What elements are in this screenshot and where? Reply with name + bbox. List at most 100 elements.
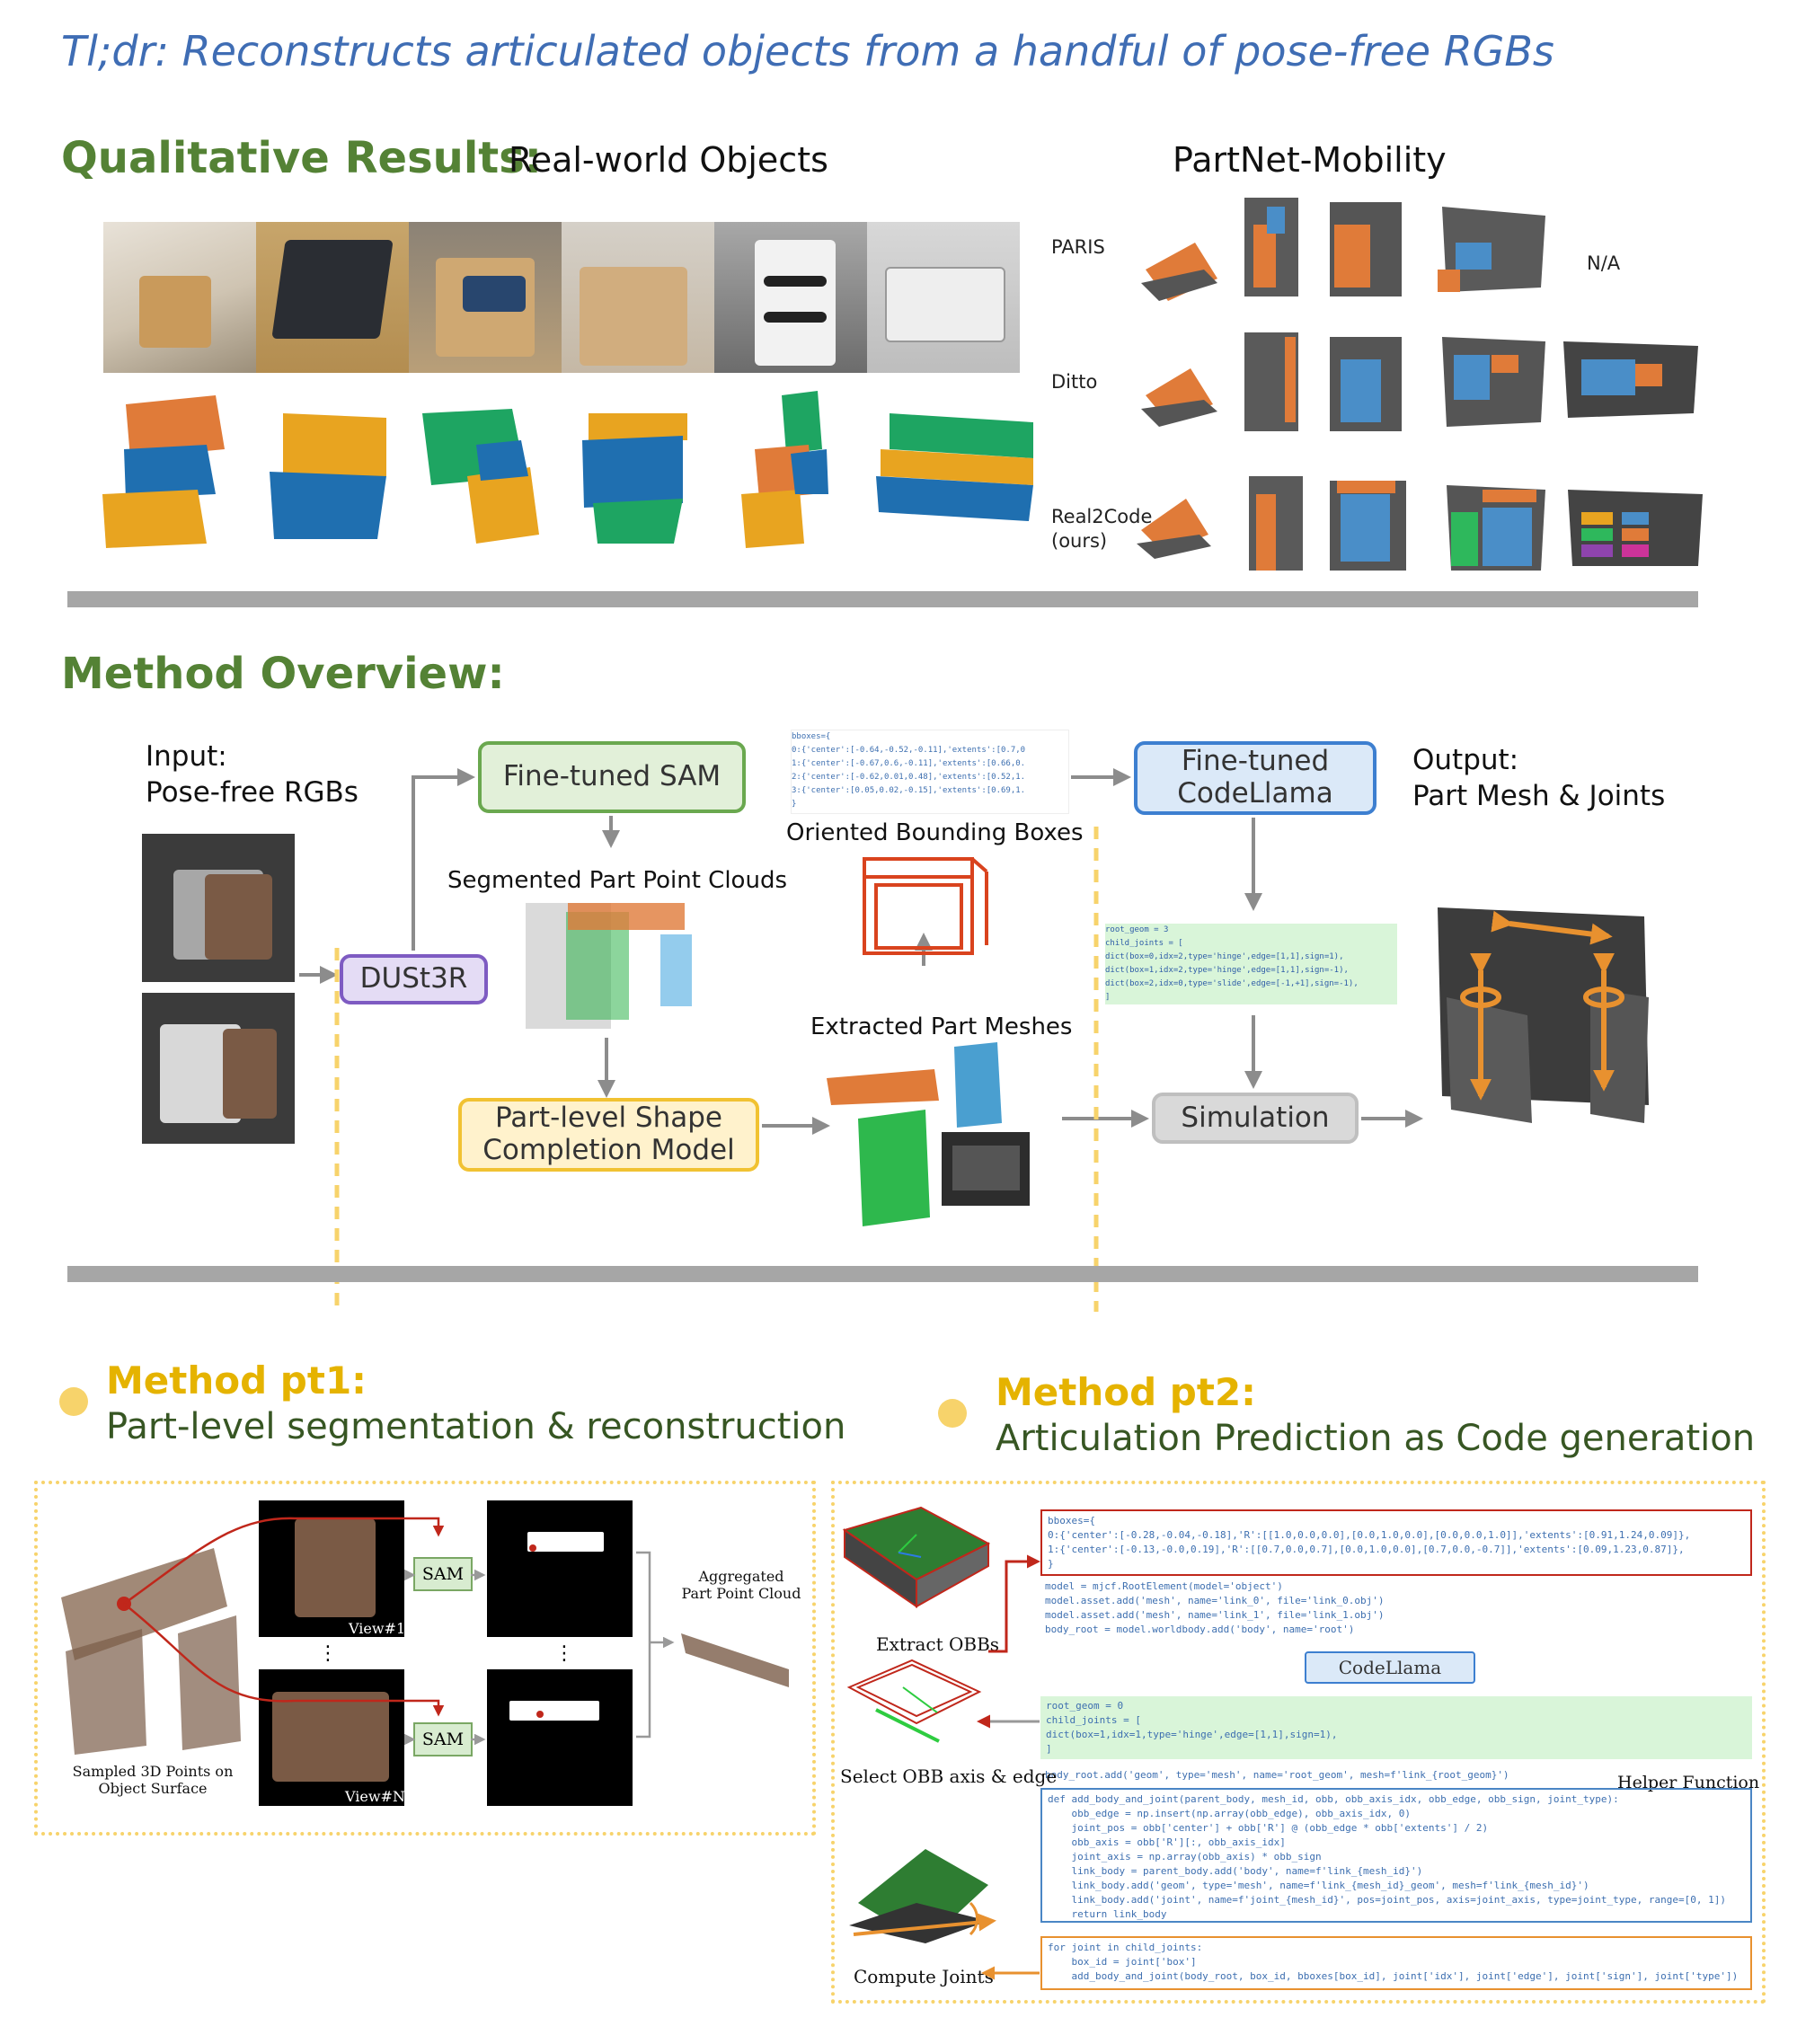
segmented-caption: Segmented Part Point Clouds [447, 867, 787, 894]
pt2-subtitle: Articulation Prediction as Code generati… [996, 1418, 1756, 1459]
shape-completion-line2: Completion Model [482, 1134, 735, 1166]
input-image-1 [142, 834, 295, 982]
pt1-gray-arrows [404, 1551, 675, 1746]
bbox-code-snippet: bboxes={ 0:{'center':[-0.64,-0.52,-0.11]… [791, 730, 1069, 814]
paris-row-shapes [1141, 198, 1545, 301]
partnet-label: PartNet-Mobility [1173, 140, 1447, 180]
obb-caption: Oriented Bounding Boxes [786, 819, 1084, 846]
divider-bottom [67, 1266, 1698, 1282]
real-world-label: Real-world Objects [509, 140, 828, 180]
pt1-sampled-label: Sampled 3D Points on Object Surface [63, 1763, 243, 1797]
recon-6 [876, 413, 1033, 521]
pt1-mask-1 [487, 1500, 633, 1637]
divider-top [67, 591, 1698, 607]
sam-box: Fine-tuned SAM [478, 741, 746, 813]
qualitative-heading: Qualitative Results: [61, 133, 542, 183]
segmented-point-cloud [526, 903, 692, 1029]
input-label-line1: Input: [146, 740, 227, 773]
input-image-2 [142, 993, 295, 1144]
pt2-root-add-code: body_root.add('geom', type='mesh', name=… [1045, 1769, 1509, 1781]
pt2-helper-code: def add_body_and_joint(parent_body, mesh… [1040, 1788, 1752, 1923]
real2code-row-shapes [1137, 476, 1703, 571]
photo-white-drawers [714, 222, 867, 373]
tldr-text: Tl;dr: Reconstructs articulated objects … [61, 27, 1554, 75]
pt2-select-axis-label: Select OBB axis & edge [840, 1765, 1058, 1787]
input-label-line2: Pose-free RGBs [146, 776, 359, 810]
row-label-real2code-line2: (ours) [1051, 530, 1108, 553]
pt2-compute-joints-laptop [849, 1849, 996, 1943]
pt2-codellama-box: CodeLlama [1305, 1651, 1475, 1684]
pt1-projection-curves [123, 1517, 445, 1717]
pt1-view-1-label: View#1 [349, 1620, 406, 1637]
pt1-panel [34, 1481, 816, 1836]
recon-3 [422, 409, 539, 544]
shape-completion-line1: Part-level Shape [494, 1102, 722, 1135]
pt1-aggregated-cloud [681, 1633, 789, 1687]
pt1-title: Method pt1: [106, 1358, 367, 1402]
pt1-view-n [259, 1669, 404, 1806]
pt1-ellipsis-2: ⋮ [554, 1642, 574, 1665]
output-label-line2: Part Mesh & Joints [1412, 780, 1666, 813]
codellama-line2: CodeLlama [1177, 777, 1333, 810]
input-label: Input: Pose-free RGBs [146, 739, 359, 811]
dust3r-box: DUSt3R [340, 954, 488, 1004]
pt2-pred-code: root_geom = 0 child_joints = [ dict(box=… [1040, 1696, 1752, 1759]
real-world-reconstructions [102, 391, 1033, 548]
photo-open-drawers [562, 222, 714, 373]
photo-drawer-cabinet [103, 222, 256, 373]
pt2-loop-code: for joint in child_joints: box_id = join… [1040, 1936, 1752, 1990]
pt2-helper-label: Helper Function [1617, 1773, 1760, 1792]
pt1-aggregated-line1: Aggregated [698, 1568, 784, 1585]
output-label: Output: Part Mesh & Joints [1412, 742, 1665, 815]
partnet-comparison-grid [1137, 198, 1703, 571]
pt2-select-axis-box [846, 1659, 982, 1743]
row-label-real2code: Real2Code (ours) [1051, 505, 1152, 554]
joint-code-snippet: root_geom = 3 child_joints = [ dict(box=… [1105, 924, 1397, 1004]
pt1-dot-icon [59, 1387, 88, 1416]
ditto-row-shapes [1141, 332, 1698, 431]
recon-2 [270, 413, 386, 539]
photo-cabinet-drawers [409, 222, 562, 373]
pt2-bboxes-code: bboxes={ 0:{'center':[-0.28,-0.04,-0.18]… [1040, 1509, 1752, 1576]
photo-wide-drawers [867, 222, 1020, 373]
overview-arrows [299, 768, 1423, 1135]
row-label-paris: PARIS [1051, 236, 1105, 258]
method-overview-graphics [299, 768, 1649, 1312]
output-cabinet-with-joints [1438, 907, 1649, 1123]
pt1-aggregated-line2: Part Point Cloud [681, 1585, 801, 1602]
row-label-ditto: Ditto [1051, 371, 1098, 393]
pt2-dot-icon [938, 1399, 967, 1428]
pt1-aggregated-label: Aggregated Part Point Cloud [674, 1568, 809, 1602]
pt2-obb-laptop [842, 1506, 991, 1608]
pt1-mask-n [487, 1669, 633, 1806]
method-overview-heading: Method Overview: [61, 649, 505, 699]
pt2-extract-obbs-label: Extract OBBs [876, 1633, 1000, 1655]
pt1-subtitle: Part-level segmentation & reconstruction [106, 1406, 846, 1447]
pt1-sampled-points [61, 1548, 241, 1755]
pt2-graphics [842, 1506, 1040, 1980]
pt1-ellipsis-1: ⋮ [318, 1642, 338, 1665]
codellama-box: Fine-tuned CodeLlama [1134, 741, 1377, 815]
pt2-model-code: model = mjcf.RootElement(model='object')… [1045, 1580, 1385, 1635]
simulation-box: Simulation [1152, 1093, 1359, 1144]
pt2-connectors [977, 1554, 1040, 1980]
pt1-graphics [61, 1517, 789, 1755]
na-label: N/A [1587, 252, 1621, 274]
dashed-connectors [334, 827, 1099, 1312]
photo-laptop [256, 222, 409, 373]
pt1-sampled-line2: Object Surface [98, 1780, 208, 1797]
row-label-real2code-line1: Real2Code [1051, 506, 1153, 527]
pt1-view-1 [259, 1500, 404, 1637]
recon-5 [741, 391, 828, 548]
pt1-view-n-label: View#N [345, 1788, 405, 1805]
shape-completion-box: Part-level Shape Completion Model [458, 1098, 759, 1172]
output-label-line1: Output: [1412, 744, 1519, 776]
codellama-line1: Fine-tuned [1181, 745, 1330, 778]
extracted-caption: Extracted Part Meshes [810, 1013, 1073, 1040]
pt2-compute-joints-label: Compute Joints [854, 1966, 994, 1987]
recon-4 [582, 413, 687, 544]
pt2-panel [831, 1481, 1766, 2004]
pt2-title: Method pt2: [996, 1370, 1256, 1414]
extracted-meshes [827, 1042, 1030, 1226]
recon-1 [102, 395, 225, 548]
